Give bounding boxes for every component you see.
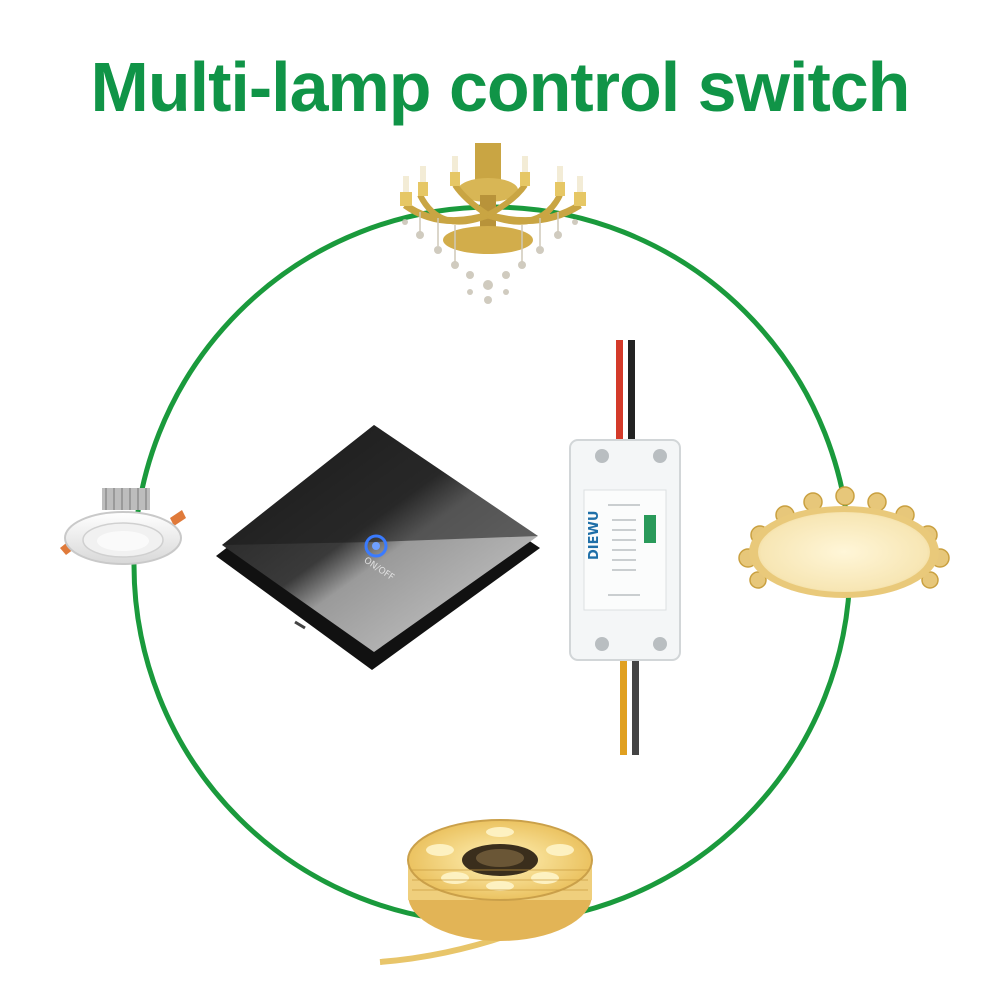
switch-button-label: ON/OFF — [362, 556, 396, 583]
power-button-icon[interactable] — [364, 534, 388, 558]
connection-circle — [131, 204, 853, 926]
relay-module-icon: DIEWU — [569, 340, 681, 755]
led-strip-icon — [379, 819, 593, 965]
chandelier-icon — [400, 143, 586, 304]
ceiling-lamp-icon — [738, 486, 950, 598]
relay-brand-label: DIEWU — [587, 511, 602, 560]
downlight-icon — [60, 488, 186, 565]
touch-switch-icon: ON/OFF — [216, 425, 540, 670]
page-title: Multi-lamp control switch — [90, 48, 911, 126]
